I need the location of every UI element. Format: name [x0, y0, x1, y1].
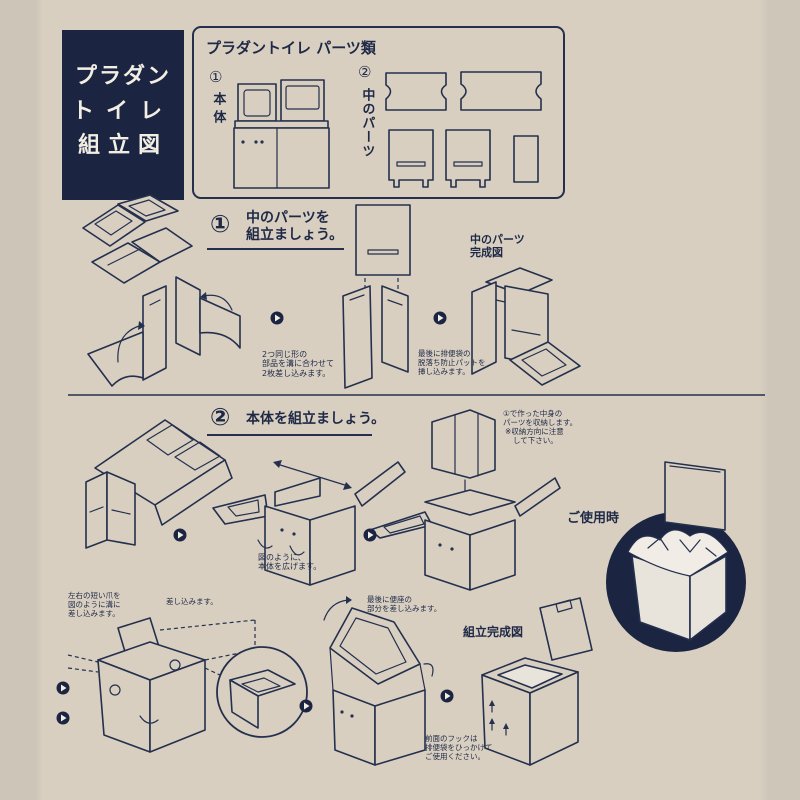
parts-panel-heading: プラダントイレ パーツ類 — [206, 39, 376, 57]
step2-flat-body-drawing — [85, 419, 233, 549]
title-block-background — [62, 30, 184, 200]
title-line-3: 組立図 — [77, 133, 168, 158]
next-arrow-icon — [56, 711, 70, 725]
parts-item2-number: ② — [358, 63, 372, 81]
in-use-label: ご使用時 — [567, 511, 620, 526]
fold-tabs-drawing — [67, 617, 308, 753]
next-arrow-icon — [440, 689, 454, 703]
step1-note-pad: 最後に排便袋の 脱落ち防止パットを 挿し込みます。 — [418, 349, 486, 376]
parts-body-drawing — [233, 79, 330, 189]
parts-item2-label: 中のパーツ — [359, 88, 375, 158]
step2-note-seat: 最後に便座の 部分を差し込みます。 — [367, 595, 442, 613]
in-use-drawing — [606, 461, 746, 652]
next-arrow-icon — [363, 528, 377, 542]
step2-note-hook: 前面のフックは 排便袋をひっかけて ご使用ください。 — [425, 734, 493, 761]
step1-insert-drawing — [342, 204, 411, 389]
title-line-2: トイレ — [71, 99, 174, 124]
next-arrow-icon — [56, 681, 70, 695]
insert-seat-drawing — [323, 596, 434, 766]
parts-panel-frame — [192, 26, 565, 199]
step2-store-parts-drawing — [369, 409, 561, 591]
parts-item1-number: ① — [209, 68, 223, 86]
next-arrow-icon — [270, 311, 284, 325]
final-assembly-drawing — [481, 597, 593, 766]
next-arrow-icon — [173, 528, 187, 542]
final-complete-label: 組立完成図 — [463, 625, 524, 639]
step1-number: ① — [210, 210, 231, 238]
parts-item1-label: 本体 — [210, 92, 226, 128]
step1-note-insert: 2つ同じ形の 部品を溝に合わせて 2枚差し込みます。 — [262, 350, 334, 378]
next-arrow-icon — [299, 699, 313, 713]
step2-note-tabs: 左右の短い爪を 図のように溝に 差し込みます。 — [68, 591, 121, 618]
step2-note-insert-flap: 差し込みます。 — [166, 597, 218, 606]
next-arrow-icon — [433, 311, 447, 325]
title-line-1: プラダン — [74, 64, 171, 89]
step1-exploded-parts-drawing — [82, 194, 241, 387]
step1-title: 中のパーツを 組立ましょう。 — [246, 210, 344, 243]
parts-inner-drawing — [385, 71, 542, 188]
step2-spread-body-drawing — [212, 460, 406, 586]
step1-complete-label: 中のパーツ 完成図 — [470, 233, 525, 259]
step2-note-spread: 図のように、 本体を広げます。 — [258, 553, 322, 572]
step2-number: ② — [210, 403, 231, 431]
step2-title: 本体を組立ましょう。 — [246, 411, 386, 427]
step2-note-store: ①で作った中身の パーツを収納します。 ※収納方向に注意 して下さい。 — [503, 409, 578, 445]
step1-completed-inner-parts-drawing — [471, 267, 581, 386]
